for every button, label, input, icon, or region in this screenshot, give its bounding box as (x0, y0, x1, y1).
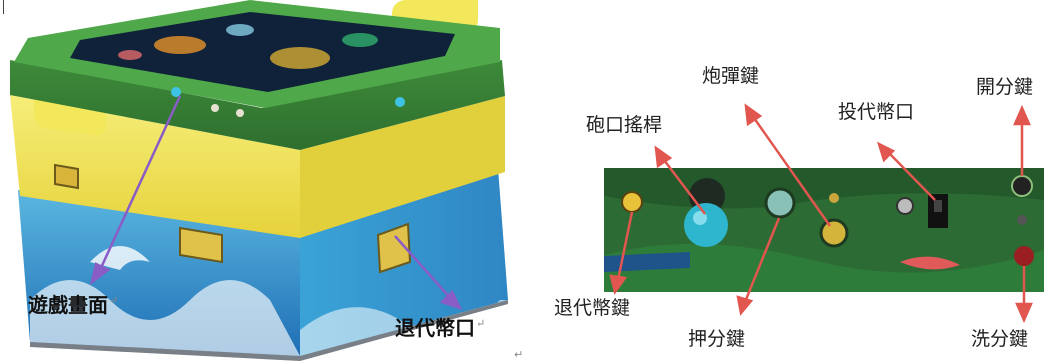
label-coin-return-port: 退代幣口↵ (395, 316, 486, 340)
label-cannon-joystick: 砲口搖桿 (586, 114, 663, 136)
label-coin-insert-port: 投代幣口 (838, 101, 915, 123)
purple-arrows (90, 95, 463, 311)
label-game-screen: 遊戲畫面↵ (28, 293, 119, 317)
text-cursor (3, 0, 4, 14)
label-coin-return-key: 退代幣鍵 (554, 297, 631, 319)
label-fire-key: 炮彈鍵 (702, 65, 760, 87)
red-arrows (609, 103, 1033, 324)
control-panel-rim (10, 60, 505, 150)
label-open-score-key: 開分鍵 (976, 76, 1034, 98)
coin-return-button (621, 191, 643, 213)
yellow-band-side (300, 96, 505, 238)
label-clear-score-key: 洗分鍵 (971, 328, 1029, 350)
open-score-button (1011, 175, 1033, 197)
paragraph-mark: ↵ (514, 348, 524, 361)
label-bet-key: 押分鍵 (688, 328, 746, 350)
bet-button (764, 187, 796, 219)
clear-score-button (1014, 246, 1034, 266)
game-screen-area (70, 12, 455, 92)
fire-button (819, 218, 849, 248)
joystick-ball (684, 203, 728, 247)
